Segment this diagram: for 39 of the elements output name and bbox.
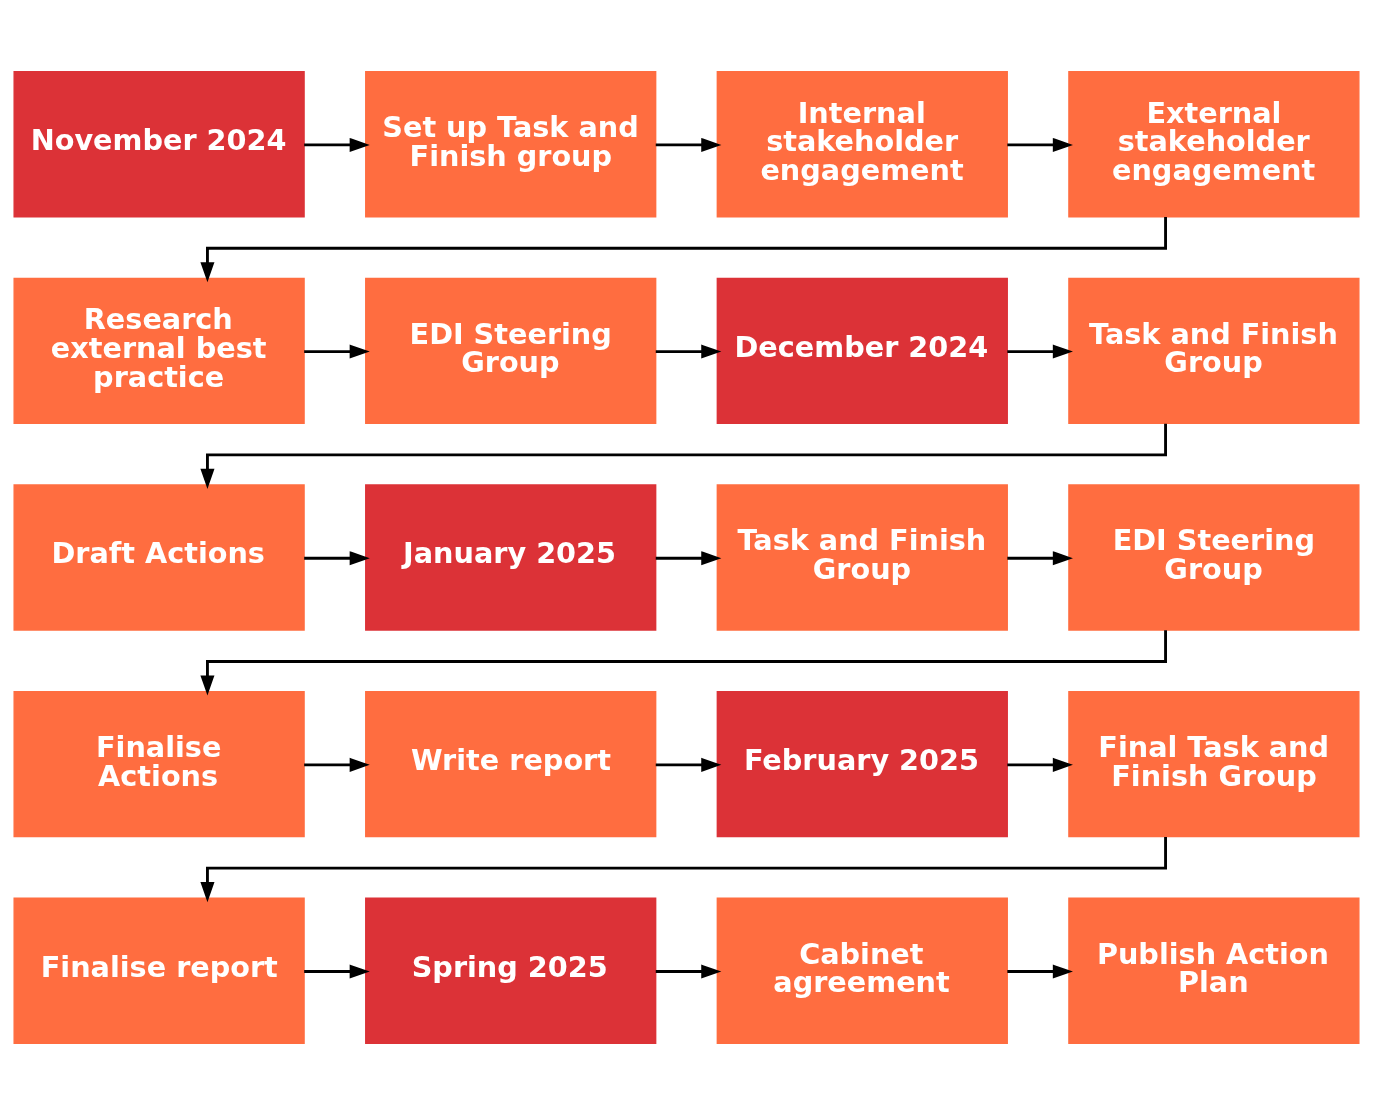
node-box: Write report [365,690,657,838]
node-box: External stakeholder engagement [1068,71,1360,218]
arrow [304,137,370,152]
arrow [1007,551,1073,566]
arrow [200,423,1167,489]
node-box: January 2025 [365,484,657,631]
node-box: November 2024 [13,71,305,218]
arrow [655,137,722,152]
arrow [200,217,1167,283]
arrow [200,630,1167,696]
node-box: Finalise report [13,897,305,1044]
arrow [1007,137,1073,152]
arrow [304,757,370,772]
arrow [655,551,722,566]
node-box: Task and Finish Group [1068,277,1360,425]
node-box: February 2025 [716,690,1008,838]
node-box: Internal stakeholder engagement [716,71,1008,218]
arrow [655,757,722,772]
node-box: Finalise Actions [13,690,305,838]
node-box: Set up Task and Finish group [365,71,657,218]
node-box: Final Task and Finish Group [1068,690,1360,838]
arrow [1007,964,1073,979]
arrow [655,964,722,979]
node-box: EDI Steering Group [365,277,657,425]
node-box: Research external best practice [13,277,305,425]
arrow [304,344,370,359]
node-box: December 2024 [716,277,1008,425]
arrow [304,551,370,566]
node-box: Publish Action Plan [1068,897,1360,1044]
arrow [655,344,722,359]
node-box: Draft Actions [13,484,305,631]
node-box: Spring 2025 [365,897,657,1044]
node-box: EDI Steering Group [1068,484,1360,631]
arrow [200,836,1167,903]
arrow [1007,344,1073,359]
arrow [1007,757,1073,772]
node-box: Task and Finish Group [716,484,1008,631]
node-box: Cabinet agreement [716,897,1008,1044]
arrow [304,964,370,979]
